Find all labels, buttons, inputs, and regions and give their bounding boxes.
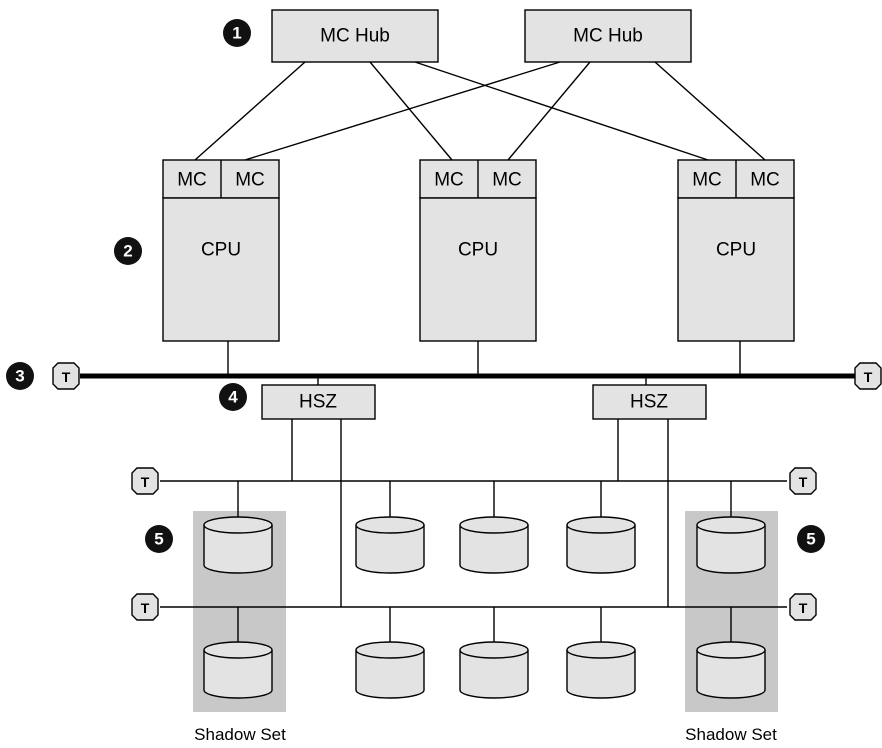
callout-2: 2 (114, 237, 142, 265)
terminator-icon: T (854, 362, 882, 390)
cpu-node-2: MC MC CPU (419, 159, 537, 342)
terminators: T T T T T T (52, 362, 882, 621)
cpu-node-3: MC MC CPU (677, 159, 795, 342)
mc-adapter-label: MC (692, 170, 722, 191)
mc-hub-right-label: MC Hub (573, 26, 643, 47)
mc-adapter-label: MC (177, 170, 207, 191)
cpu-label: CPU (716, 240, 756, 261)
mc-adapter-label: MC (492, 170, 522, 191)
disk-icon (355, 516, 425, 574)
terminator-icon: T (131, 467, 159, 495)
hsz-storage-links (291, 419, 669, 607)
terminator-icon: T (131, 593, 159, 621)
shadow-set-left-caption: Shadow Set (194, 725, 286, 744)
callout-5-number: 5 (154, 530, 163, 549)
shadow-set-right-caption: Shadow Set (685, 725, 777, 744)
mc-hub-left: MC Hub (271, 9, 439, 63)
callout-3: 3 (6, 362, 34, 390)
disk-icon (696, 641, 766, 699)
disk-icon (355, 641, 425, 699)
hsz-controller-right: HSZ (592, 384, 707, 420)
mc-hub-left-label: MC Hub (320, 26, 390, 47)
mc-adapter-label: MC (750, 170, 780, 191)
callout-4: 4 (219, 383, 247, 411)
disk-icon (566, 641, 636, 699)
disk-icon (459, 641, 529, 699)
disk-icon (459, 516, 529, 574)
disk-array (203, 516, 766, 699)
cpu-label: CPU (458, 240, 498, 261)
mc-hub-right: MC Hub (524, 9, 692, 63)
hsz-label: HSZ (630, 392, 668, 413)
terminator-icon: T (789, 593, 817, 621)
disk-icon (566, 516, 636, 574)
callout-1: 1 (223, 19, 251, 47)
hub-connections (194, 61, 766, 161)
callout-5-left: 5 (145, 525, 173, 553)
callout-2-number: 2 (123, 242, 132, 261)
terminator-icon: T (789, 467, 817, 495)
terminator-label: T (864, 369, 873, 385)
terminator-label: T (141, 600, 150, 616)
terminator-label: T (799, 600, 808, 616)
callout-4-number: 4 (228, 388, 238, 407)
mc-adapter-label: MC (434, 170, 464, 191)
callout-3-number: 3 (15, 367, 24, 386)
disk-icon (203, 516, 273, 574)
callout-1-number: 1 (232, 24, 241, 43)
cpu-label: CPU (201, 240, 241, 261)
terminator-label: T (141, 474, 150, 490)
disk-icon (203, 641, 273, 699)
terminator-icon: T (52, 362, 80, 390)
disk-icon (696, 516, 766, 574)
terminator-label: T (799, 474, 808, 490)
callout-5-right: 5 (797, 525, 825, 553)
terminator-label: T (62, 369, 71, 385)
mc-adapter-label: MC (235, 170, 265, 191)
cpu-bus-drops (227, 341, 741, 376)
callout-5-number: 5 (806, 530, 815, 549)
hsz-label: HSZ (299, 392, 337, 413)
cpu-node-1: MC MC CPU (162, 159, 280, 342)
disk-drops (237, 481, 732, 642)
hsz-controller-left: HSZ (261, 384, 376, 420)
